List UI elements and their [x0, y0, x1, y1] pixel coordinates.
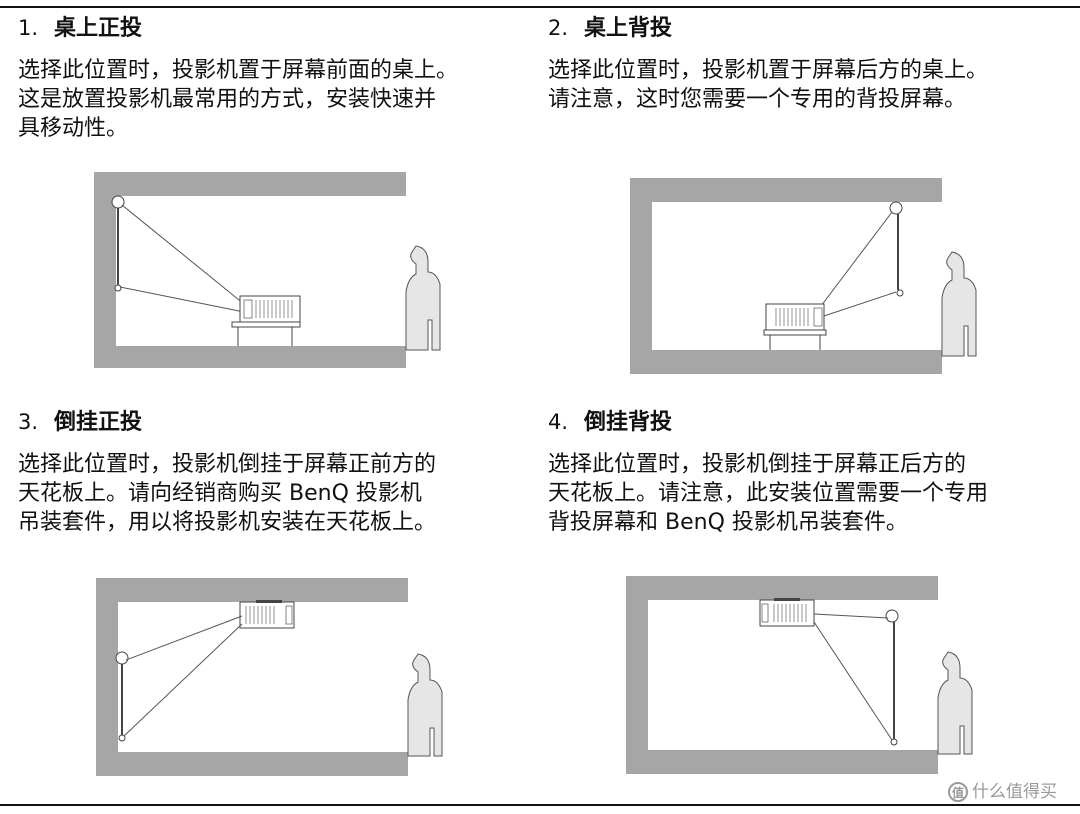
section-description: 选择此位置时，投影机倒挂于屏幕正后方的 天花板上。请注意，此安装位置需要一个专用… [548, 450, 1068, 537]
screen-icon [111, 195, 125, 292]
screen-icon [885, 609, 899, 746]
screen-icon [115, 651, 129, 742]
description-line: 背投屏幕和 BenQ 投影机吊装套件。 [548, 510, 908, 535]
room-wall [94, 172, 406, 368]
top-rule [0, 6, 1080, 8]
projection-beam [817, 211, 897, 319]
section-title: 桌上正投 [54, 16, 143, 41]
table-icon [763, 329, 827, 350]
projector-icon [239, 295, 301, 323]
section-2: 2. 桌上背投 选择此位置时，投影机置于屏幕后方的桌上。 请注意，这时您需要一个专… [548, 14, 1068, 114]
section-number: 3. [18, 410, 39, 434]
description-line: 选择此位置时，投影机置于屏幕后方的桌上。 [548, 58, 989, 83]
section-description: 选择此位置时，投影机倒挂于屏幕正前方的 天花板上。请向经销商购买 BenQ 投影… [18, 450, 538, 537]
description-line: 具移动性。 [18, 116, 129, 141]
projector-icon [765, 303, 825, 331]
section-title: 倒挂背投 [584, 410, 673, 435]
person-icon [405, 245, 441, 351]
bottom-rule [0, 804, 1080, 806]
section-number: 2. [548, 16, 569, 40]
projection-beam [813, 613, 893, 741]
section-4: 4. 倒挂背投 选择此位置时，投影机倒挂于屏幕正后方的 天花板上。请注意，此安装位… [548, 408, 1068, 537]
section-heading: 2. 桌上背投 [548, 14, 1068, 42]
person-icon [941, 251, 977, 357]
rear-table-diagram [630, 178, 977, 374]
person-icon [407, 653, 443, 757]
section-number: 1. [18, 16, 39, 40]
description-line: 吊装套件，用以将投影机安装在天花板上。 [18, 510, 437, 535]
section-title: 倒挂正投 [54, 410, 143, 435]
section-3: 3. 倒挂正投 选择此位置时，投影机倒挂于屏幕正前方的 天花板上。请向经销商购买 … [18, 408, 538, 537]
description-line: 请注意，这时您需要一个专用的背投屏幕。 [548, 87, 967, 112]
section-number: 4. [548, 410, 569, 434]
person-icon [937, 651, 973, 755]
watermark-text: 什么值得买 [972, 782, 1057, 802]
room-wall [96, 578, 408, 776]
description-line: 选择此位置时，投影机置于屏幕前面的桌上。 [18, 58, 459, 83]
projection-beam [123, 615, 243, 737]
section-heading: 4. 倒挂背投 [548, 408, 1068, 436]
section-heading: 1. 桌上正投 [18, 14, 538, 42]
description-line: 天花板上。请注意，此安装位置需要一个专用 [548, 481, 989, 506]
front-table-diagram [94, 172, 441, 368]
watermark-logo-icon: 值 [948, 782, 968, 802]
front-ceiling-diagram [96, 578, 443, 776]
section-title: 桌上背投 [584, 16, 673, 41]
section-1: 1. 桌上正投 选择此位置时，投影机置于屏幕前面的桌上。 这是放置投影机最常用的方… [18, 14, 538, 143]
projection-beam [119, 204, 245, 313]
screen-icon [889, 201, 904, 297]
description-line: 选择此位置时，投影机倒挂于屏幕正前方的 [18, 452, 437, 477]
watermark: 值什么值得买 [948, 780, 1078, 804]
description-line: 这是放置投影机最常用的方式，安装快速并 [18, 87, 437, 112]
projector-icon [759, 598, 815, 627]
projector-icon [239, 600, 295, 629]
section-heading: 3. 倒挂正投 [18, 408, 538, 436]
room-wall [626, 576, 938, 774]
table-icon [231, 321, 301, 346]
section-description: 选择此位置时，投影机置于屏幕前面的桌上。 这是放置投影机最常用的方式，安装快速并… [18, 56, 538, 143]
description-line: 选择此位置时，投影机倒挂于屏幕正后方的 [548, 452, 967, 477]
section-description: 选择此位置时，投影机置于屏幕后方的桌上。 请注意，这时您需要一个专用的背投屏幕。 [548, 56, 1068, 114]
rear-ceiling-diagram [626, 576, 973, 774]
description-line: 天花板上。请向经销商购买 BenQ 投影机 [18, 481, 422, 506]
room-wall [630, 178, 942, 374]
